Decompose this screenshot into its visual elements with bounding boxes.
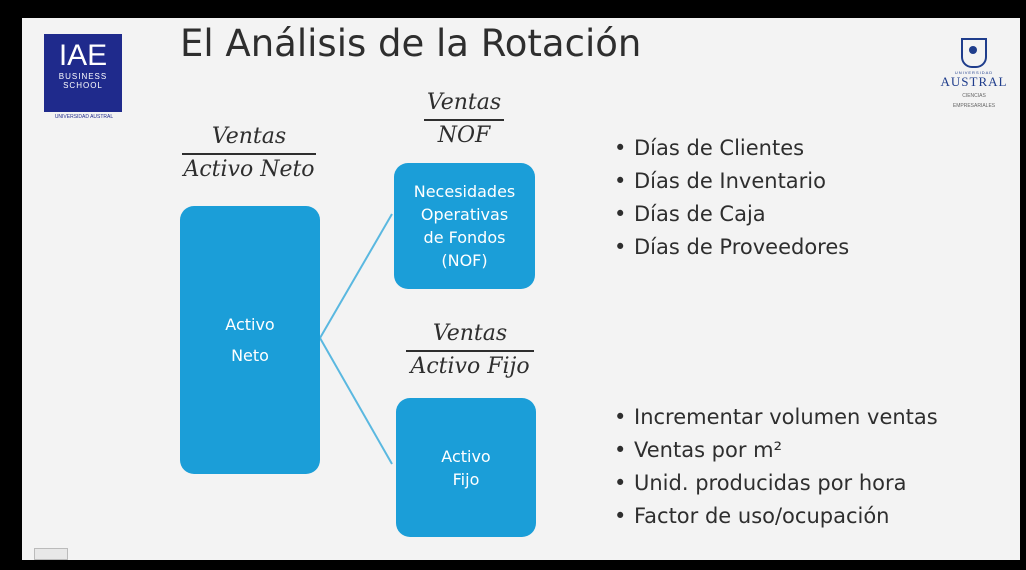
list-item: • Unid. producidas por hora	[614, 467, 938, 500]
list-item: • Días de Proveedores	[614, 231, 849, 264]
box-nof-line4: (NOF)	[441, 251, 488, 270]
box-activo-neto: Activo Neto	[180, 206, 320, 474]
box-activo-neto-line1: Activo	[225, 315, 275, 334]
bullet-icon: •	[614, 405, 627, 429]
box-nof-line2: Operativas	[420, 205, 509, 224]
bullet-text: Unid. producidas por hora	[634, 471, 907, 495]
bullet-icon: •	[614, 235, 627, 259]
austral-name: AUSTRAL	[940, 74, 1008, 89]
austral-crest-icon	[961, 38, 987, 68]
box-activo-fijo: Activo Fijo	[396, 398, 536, 537]
ratio-activo-neto-denominator: Activo Neto	[183, 157, 315, 182]
connector-to-activo-fijo	[319, 337, 393, 465]
video-control-tab[interactable]	[34, 548, 68, 560]
connector-lines	[319, 213, 393, 465]
ratio-activo-fijo: Ventas Activo Fijo	[406, 321, 534, 379]
austral-sub2: EMPRESARIALES	[952, 103, 996, 109]
bullet-text: Incrementar volumen ventas	[634, 405, 938, 429]
box-nof-line1: Necesidades	[413, 182, 516, 201]
list-item: • Ventas por m²	[614, 434, 938, 467]
bullet-icon: •	[614, 504, 627, 528]
connector-to-nof	[319, 213, 393, 339]
ratio-nof-bar	[424, 119, 504, 121]
bullet-list-activo-fijo: • Incrementar volumen ventas • Ventas por …	[614, 401, 938, 533]
slide-title: El Análisis de la Rotación	[180, 22, 642, 65]
austral-logo: UNIVERSIDAD AUSTRAL CIENCIAS EMPRESARIAL…	[934, 38, 1014, 109]
bullet-icon: •	[614, 438, 627, 462]
bullet-text: Días de Clientes	[634, 136, 805, 160]
slide: El Análisis de la Rotación IAE BUSINESS …	[22, 18, 1020, 560]
ratio-activo-neto-numerator: Ventas	[211, 124, 287, 149]
iae-logo-main: IAE	[58, 39, 108, 72]
ratio-activo-fijo-denominator: Activo Fijo	[410, 354, 530, 379]
iae-logo-line1: BUSINESS	[58, 72, 108, 81]
box-activo-fijo-line1: Activo	[441, 446, 491, 466]
austral-sub1: CIENCIAS	[962, 93, 986, 99]
bullet-icon: •	[614, 169, 627, 193]
list-item: • Días de Caja	[614, 198, 849, 231]
list-item: • Días de Inventario	[614, 165, 849, 198]
list-item: • Incrementar volumen ventas	[614, 401, 938, 434]
austral-top-text: UNIVERSIDAD	[954, 70, 994, 75]
box-nof: Necesidades Operativas de Fondos (NOF)	[394, 163, 535, 289]
ratio-nof-denominator: NOF	[437, 123, 491, 148]
box-activo-neto-line2: Neto	[231, 346, 269, 365]
ratio-nof: Ventas NOF	[424, 90, 504, 148]
box-nof-line3: de Fondos	[423, 228, 506, 247]
bullet-icon: •	[614, 136, 627, 160]
bullet-text: Días de Caja	[634, 202, 766, 226]
box-activo-fijo-line2: Fijo	[452, 469, 480, 489]
bullet-icon: •	[614, 471, 627, 495]
black-border	[0, 0, 22, 570]
ratio-activo-neto-bar	[182, 153, 316, 155]
bullet-text: Días de Proveedores	[634, 235, 850, 259]
bullet-text: Ventas por m²	[634, 438, 783, 462]
ratio-activo-fijo-numerator: Ventas	[432, 321, 508, 346]
iae-logo-caption: UNIVERSIDAD AUSTRAL	[54, 114, 114, 120]
ratio-activo-fijo-bar	[406, 350, 534, 352]
list-item: • Factor de uso/ocupación	[614, 500, 938, 533]
iae-logo: IAE BUSINESS SCHOOL	[44, 34, 122, 112]
ratio-nof-numerator: Ventas	[426, 90, 502, 115]
ratio-activo-neto: Ventas Activo Neto	[182, 124, 316, 182]
iae-logo-line2: SCHOOL	[63, 81, 103, 90]
bullet-text: Días de Inventario	[634, 169, 826, 193]
bullet-text: Factor de uso/ocupación	[634, 504, 890, 528]
bullet-icon: •	[614, 202, 627, 226]
list-item: • Días de Clientes	[614, 132, 849, 165]
bullet-list-nof: • Días de Clientes • Días de Inventario • D…	[614, 132, 849, 264]
